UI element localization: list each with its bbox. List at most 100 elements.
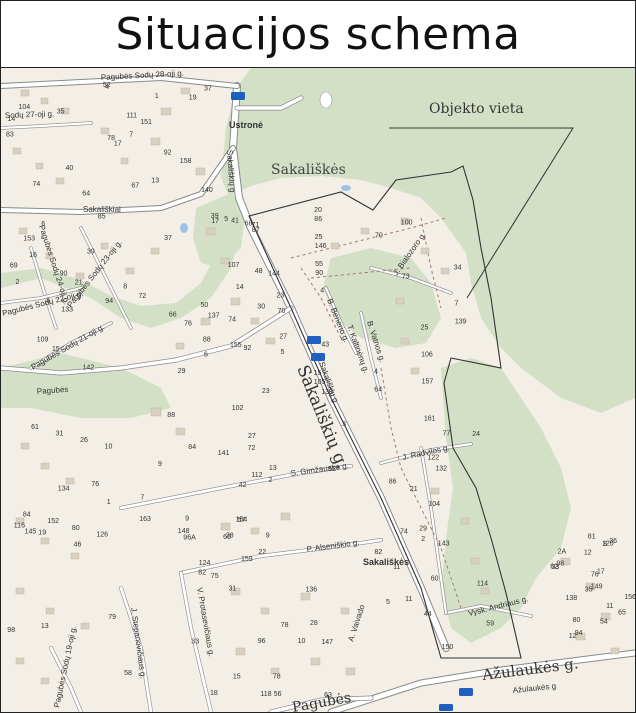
house-number: 37 (164, 235, 172, 242)
house-number: 153 (23, 236, 35, 243)
street-label-pagubes-left: Pagubės (37, 385, 69, 396)
house-number: 156 (624, 594, 635, 601)
house-number: 11 (606, 603, 613, 610)
house-number: 120 (602, 541, 614, 548)
house-number: 54 (600, 618, 608, 625)
house-number: 36 (609, 538, 617, 545)
house-number: 76 (91, 481, 99, 488)
house-number: 37 (204, 86, 212, 93)
house-number: 52 (103, 82, 111, 89)
house-number: 73 (402, 273, 410, 280)
house-number: 94 (575, 630, 583, 637)
house-number: 83 (6, 132, 14, 139)
house-number: 85 (98, 214, 106, 221)
house-number: 116 (14, 523, 25, 530)
house-number: 82 (198, 570, 206, 577)
house-number: 151 (140, 119, 152, 126)
place-sakaliskiai: Sakališkiai (83, 205, 121, 214)
house-number: 79 (108, 614, 116, 621)
house-number: 88 (167, 412, 175, 419)
house-number: 5 (281, 349, 285, 356)
pond-small-icon (180, 223, 188, 233)
object-site-label: Objekto vieta (429, 101, 524, 117)
house-number: 76 (184, 321, 192, 328)
house-number: 3 (46, 297, 50, 304)
house-number: 90 (315, 270, 323, 277)
house-number: 22 (258, 549, 266, 556)
house-number: 6 (204, 352, 208, 359)
house-number: 57 (238, 517, 246, 524)
house-number: 104 (428, 501, 440, 508)
house-number: 155 (230, 342, 242, 349)
house-number: 19 (38, 529, 46, 536)
house-number: 26 (80, 437, 88, 444)
house-number: 58 (124, 670, 132, 677)
house-number: 157 (422, 379, 434, 386)
house-number: 84 (188, 444, 196, 451)
house-number: 65 (618, 609, 626, 616)
house-number: 86 (314, 216, 322, 223)
house-number: 62 (550, 564, 558, 571)
house-number: 18 (210, 690, 218, 697)
house-number: 92 (164, 150, 172, 157)
house-number: 9 (266, 532, 270, 539)
house-number: 78 (273, 673, 281, 680)
house-number: 23 (262, 388, 270, 395)
house-number: 68 (245, 220, 253, 227)
house-number: 11 (393, 564, 400, 571)
house-number: 132 (435, 466, 447, 473)
house-number: 10 (298, 638, 306, 645)
house-number: 152 (47, 518, 59, 525)
house-number: 84 (23, 512, 31, 519)
house-number: 17 (597, 569, 605, 576)
house-number: 29 (419, 526, 427, 533)
house-number: 7 (129, 132, 133, 139)
house-number: 2 (16, 279, 20, 286)
pond-north-icon (319, 91, 333, 109)
house-number: 138 (566, 595, 578, 602)
house-number: 2 (269, 477, 273, 484)
house-number: 7 (140, 494, 144, 501)
place-sakaliskes-center: Sakališkės (363, 557, 409, 567)
house-number: 142 (83, 364, 95, 371)
house-number: 69 (10, 263, 18, 270)
house-number: 12 (584, 550, 592, 557)
page-title: Situacijos schema (115, 8, 521, 60)
house-number: 118 (260, 691, 271, 698)
house-number: 107 (228, 262, 240, 269)
house-number: 77 (443, 430, 451, 437)
house-number: 31 (229, 586, 237, 593)
house-number: 30 (257, 304, 265, 311)
house-number: 96A (183, 535, 196, 542)
house-number: 144 (268, 271, 280, 278)
house-number: 63 (324, 692, 332, 699)
house-number: 60 (223, 534, 231, 541)
house-number: 10 (105, 444, 113, 451)
house-numbers: 1716141513111098765432118121111091071051… (6, 82, 635, 699)
house-number: 43 (321, 341, 329, 348)
object-site-leader (389, 127, 574, 299)
house-number: 78 (107, 135, 115, 142)
house-number: 105 (314, 379, 326, 386)
house-number: 66 (169, 311, 177, 318)
map-canvas: Objekto vieta Sakališkės Ustronė Sakališ… (1, 68, 635, 712)
forest-patch-left-mid (193, 193, 246, 268)
bus-stop-icon (459, 688, 473, 696)
house-number: 38 (226, 533, 234, 540)
title-bar: Situacijos schema (1, 1, 635, 68)
house-number: 4 (105, 84, 109, 91)
house-number: 81 (588, 534, 596, 541)
house-number: 71 (251, 222, 259, 229)
house-number: 148 (178, 528, 190, 535)
house-number: 124 (199, 560, 211, 567)
house-number: 21 (410, 486, 418, 493)
house-number: 39 (211, 213, 219, 220)
house-number: 16 (29, 252, 37, 259)
house-number: 1 (107, 499, 111, 506)
house-number: 7 (455, 301, 459, 308)
house-number: 40 (66, 165, 74, 172)
house-number: 33 (551, 564, 559, 571)
house-number: 70 (375, 233, 383, 240)
house-number: 60 (431, 576, 439, 583)
